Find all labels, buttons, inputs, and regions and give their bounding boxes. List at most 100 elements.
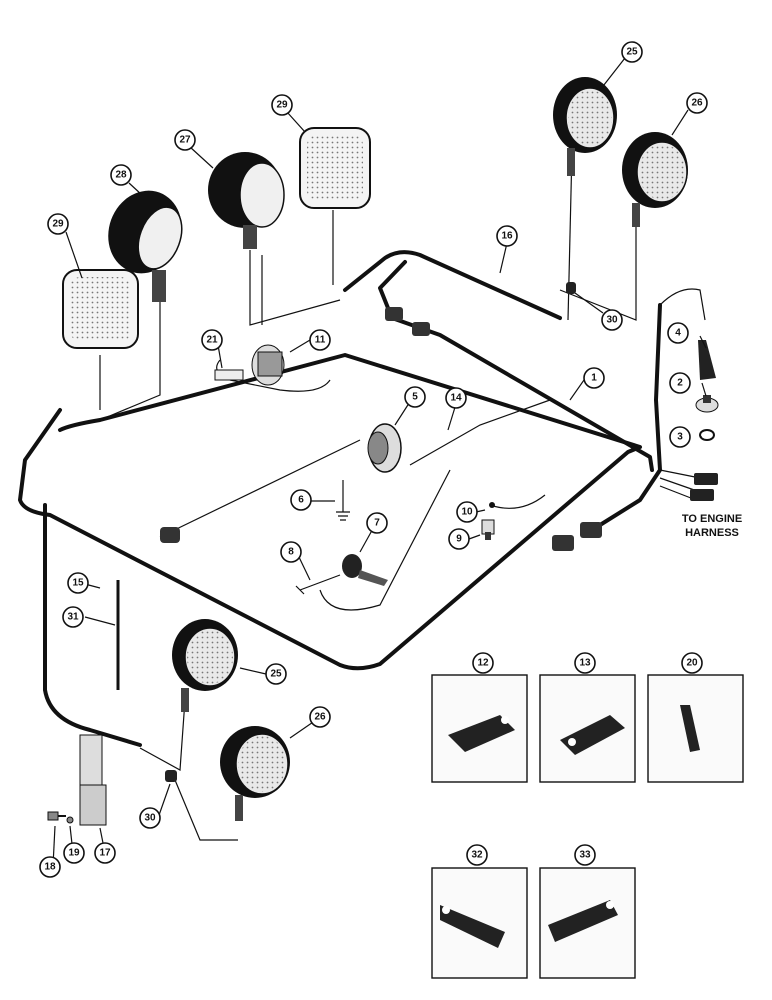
svg-text:20: 20	[686, 658, 698, 669]
washer-3	[699, 429, 715, 441]
engine-pigtail	[659, 288, 706, 321]
callout-3: 3	[669, 426, 691, 448]
sender-9	[481, 519, 495, 540]
switch-11	[251, 344, 285, 386]
svg-text:8: 8	[288, 547, 294, 558]
bolt-18	[47, 811, 66, 821]
svg-text:30: 30	[606, 315, 618, 326]
callout-20: 20	[681, 652, 703, 674]
ground-8	[295, 574, 341, 595]
svg-text:26: 26	[691, 98, 703, 109]
lamp-25-lower	[172, 619, 238, 712]
callout-4: 4	[667, 322, 689, 344]
callout-28: 28	[110, 164, 132, 186]
callout-30-lower: 30	[139, 807, 161, 829]
engine-connector-b	[690, 489, 714, 501]
svg-text:6: 6	[298, 495, 304, 506]
fuse-21	[214, 369, 244, 381]
main-harness	[18, 353, 642, 671]
leader-lines	[52, 57, 707, 867]
wire-8	[319, 469, 451, 611]
callout-5: 5	[404, 386, 426, 408]
engine-connector-a	[694, 473, 718, 485]
svg-text:12: 12	[477, 658, 489, 669]
wire-11	[216, 359, 331, 392]
connector-b	[412, 322, 430, 336]
wire-25-lower	[139, 699, 186, 771]
callout-6: 6	[290, 489, 312, 511]
callout-11: 11	[309, 329, 331, 351]
svg-text:29: 29	[276, 100, 288, 111]
svg-text:27: 27	[179, 135, 191, 146]
svg-text:32: 32	[471, 850, 483, 861]
svg-text:10: 10	[461, 507, 473, 518]
svg-text:9: 9	[456, 534, 462, 545]
svg-text:1: 1	[591, 373, 597, 384]
callout-17: 17	[94, 842, 116, 864]
callout-10: 10	[456, 501, 478, 523]
svg-text:25: 25	[626, 47, 638, 58]
callout-13: 13	[574, 652, 596, 674]
plug-end	[160, 527, 180, 543]
svg-text:16: 16	[501, 231, 513, 242]
rear-harness-15	[43, 503, 142, 747]
wire-10	[489, 494, 546, 509]
callout-1: 1	[583, 367, 605, 389]
callout-25-lower: 25	[265, 663, 287, 685]
terminal-10	[489, 502, 495, 508]
callout-26-upper: 26	[686, 92, 708, 114]
svg-text:2: 2	[677, 378, 683, 389]
lamp-29-left	[62, 269, 139, 349]
switch-5	[367, 423, 402, 473]
svg-text:30: 30	[144, 813, 156, 824]
wire-27	[249, 250, 341, 326]
callout-31: 31	[62, 606, 84, 628]
inset-box-20	[647, 674, 744, 783]
svg-text:15: 15	[72, 578, 84, 589]
svg-text:13: 13	[579, 658, 591, 669]
callout-25-upper: 25	[621, 41, 643, 63]
svg-text:4: 4	[675, 328, 681, 339]
wire-26-upper	[559, 210, 637, 321]
wire-26-lower	[174, 779, 238, 841]
engine-leg	[598, 303, 662, 527]
callout-8: 8	[280, 541, 302, 563]
callout-27: 27	[174, 129, 196, 151]
svg-text:31: 31	[67, 612, 79, 623]
lamp-29-right	[299, 127, 371, 209]
svg-text:18: 18	[44, 862, 56, 873]
callout-19: 19	[63, 842, 85, 864]
callout-33: 33	[574, 844, 596, 866]
lamp-25-upper	[553, 77, 617, 176]
connector-d	[580, 522, 602, 538]
wire-5	[159, 439, 361, 538]
callout-16: 16	[496, 225, 518, 247]
svg-text:14: 14	[450, 393, 462, 404]
connector-a	[385, 307, 403, 321]
inset-box-13	[539, 674, 636, 783]
sender-2	[695, 395, 719, 413]
upper-harness-16	[343, 250, 562, 320]
inset-box-32	[431, 867, 528, 979]
inset-box-12	[431, 674, 528, 783]
callout-29-right: 29	[271, 94, 293, 116]
svg-text:17: 17	[99, 848, 111, 859]
callout-15: 15	[67, 572, 89, 594]
callout-18: 18	[39, 856, 61, 878]
callout-14: 14	[445, 387, 467, 409]
svg-text:3: 3	[677, 432, 683, 443]
connector-c	[552, 535, 574, 551]
connector-30-upper	[566, 282, 576, 294]
svg-text:28: 28	[115, 170, 127, 181]
nut-19	[66, 816, 74, 824]
connector-30-lower	[165, 770, 177, 782]
lamp-27	[208, 152, 285, 249]
svg-text:29: 29	[52, 219, 64, 230]
callout-21: 21	[201, 329, 223, 351]
to-engine-label-line1: TO ENGINE	[682, 513, 742, 525]
to-engine-label-line2: HARNESS	[685, 527, 739, 539]
callout-30-upper: 30	[601, 309, 623, 331]
callout-2: 2	[669, 372, 691, 394]
callout-26-lower: 26	[309, 706, 331, 728]
wire-28	[99, 300, 161, 421]
